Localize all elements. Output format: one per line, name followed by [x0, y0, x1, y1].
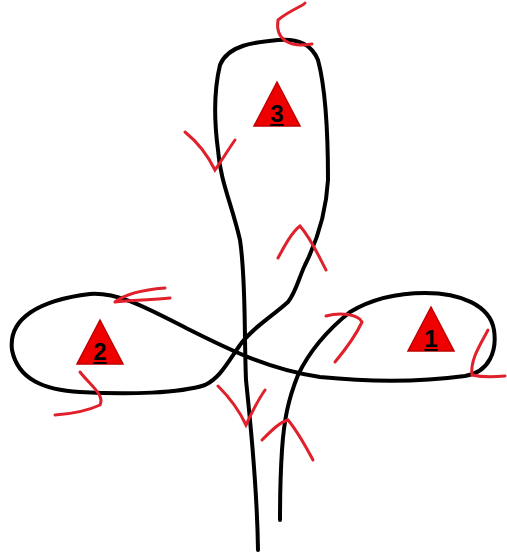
crossing-mark	[262, 420, 313, 460]
crossing-mark	[55, 372, 101, 415]
crossing-mark	[278, 3, 312, 45]
crossing-mark	[472, 330, 505, 377]
crossing-mark	[326, 314, 362, 362]
callout-number: 1	[406, 327, 456, 351]
callout-number: 2	[75, 340, 125, 364]
crossing-mark	[185, 132, 235, 170]
triangle-marker: 3	[252, 80, 302, 128]
crossing-mark	[115, 288, 170, 302]
triangle-marker: 1	[406, 305, 456, 353]
crossing-mark	[218, 386, 265, 425]
knot-strand	[12, 40, 495, 550]
callout-number: 3	[252, 102, 302, 126]
crossing-mark	[278, 226, 326, 270]
triangle-marker: 2	[75, 318, 125, 366]
